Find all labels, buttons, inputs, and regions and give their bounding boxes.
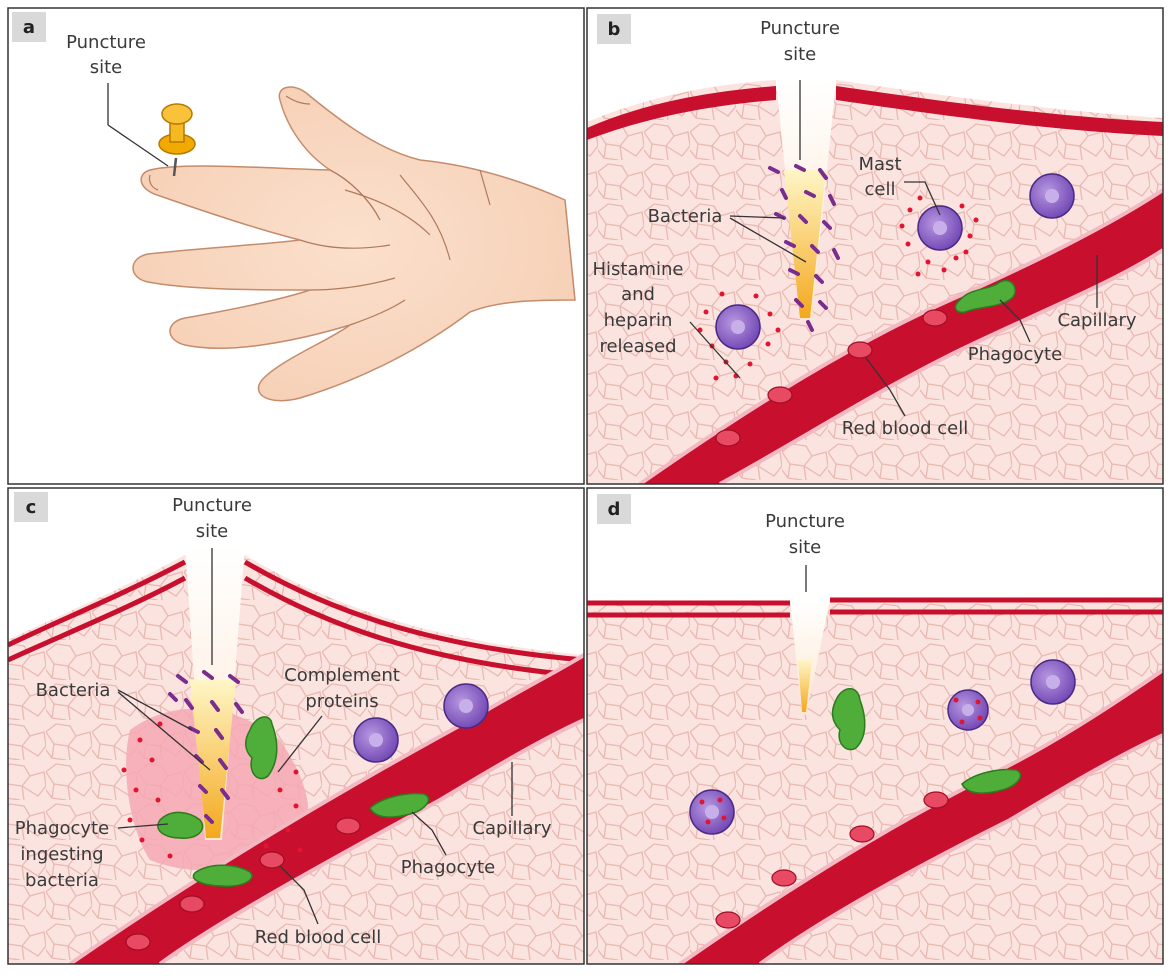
pin-icon xyxy=(158,103,196,177)
panel-d: d Puncture site xyxy=(586,487,1164,965)
panel-b-phagocyte-label: Phagocyte xyxy=(968,344,1062,365)
panel-b-skin-surface xyxy=(587,86,1163,140)
panel-a-puncture-label-line2: site xyxy=(90,57,123,78)
panel-c-phagocyte-label: Phagocyte xyxy=(401,857,495,878)
panel-b-mast-label-line1: Mast xyxy=(859,154,902,175)
panel-c-granules xyxy=(121,721,303,859)
panel-a: a Puncture site xyxy=(7,7,585,485)
panel-b-puncture-label-line1: Puncture xyxy=(760,18,840,39)
panel-c-bacteria-label: Bacteria xyxy=(36,680,111,701)
panel-d-badge xyxy=(597,494,631,524)
panel-b-phagocyte xyxy=(954,279,1016,314)
panel-d-puncture-label-line2: site xyxy=(789,537,822,558)
panel-b-puncture-label-line2: site xyxy=(784,44,817,65)
panel-b: b Puncture site Mast cell Bacteria Hista… xyxy=(586,7,1164,485)
panel-b-mast-cells xyxy=(715,173,1075,350)
panel-b-histamine-line1: Histamine xyxy=(592,259,683,280)
panel-a-puncture-label-line1: Puncture xyxy=(66,32,146,53)
panel-b-rbc-label: Red blood cell xyxy=(842,418,969,439)
panel-b-badge-letter: b xyxy=(608,19,621,40)
panel-a-badge xyxy=(12,12,46,42)
panel-d-skin-surface xyxy=(587,597,1163,618)
panel-b-badge xyxy=(597,14,631,44)
panel-b-frame xyxy=(586,7,1164,485)
panel-d-puncture-label-line1: Puncture xyxy=(765,511,845,532)
panel-c-bacteria xyxy=(168,670,244,824)
panel-d-frame xyxy=(586,487,1164,965)
panel-c-frame xyxy=(7,487,585,965)
panel-c-ingesting-line3: bacteria xyxy=(25,870,99,891)
panel-b-mast-label-line2: cell xyxy=(865,179,896,200)
panel-b-histamine-line4: released xyxy=(599,336,676,357)
panel-c-phagocytes xyxy=(157,716,430,888)
panel-a-badge-letter: a xyxy=(23,17,35,38)
panel-c-capillary xyxy=(70,655,584,964)
panel-b-histamine-line2: and xyxy=(621,284,655,305)
panel-b-histamine-line3: heparin xyxy=(604,310,673,331)
panel-b-capillary-label: Capillary xyxy=(1057,310,1136,331)
panel-c-rbc-label: Red blood cell xyxy=(255,927,382,948)
panel-c: c Puncture site Complement proteins Bact… xyxy=(7,487,585,965)
hand-illustration xyxy=(132,86,576,402)
panel-c-puncture-label-line1: Puncture xyxy=(172,495,252,516)
panel-c-ingesting-line2: ingesting xyxy=(20,844,103,865)
panel-c-badge xyxy=(14,492,48,522)
panel-c-skin-surface xyxy=(8,559,584,679)
panel-c-complement-line1: Complement xyxy=(284,665,400,686)
panel-c-badge-letter: c xyxy=(26,497,37,518)
panel-d-capillary xyxy=(680,670,1163,964)
panel-c-complement-line2: proteins xyxy=(305,691,378,712)
panel-b-bacteria-label: Bacteria xyxy=(648,206,723,227)
panel-d-phagocytes xyxy=(831,688,1022,794)
panel-d-badge-letter: d xyxy=(608,499,621,520)
panel-c-puncture-label-line2: site xyxy=(196,521,229,542)
panel-c-ingesting-line1: Phagocyte xyxy=(15,818,109,839)
panel-c-capillary-label: Capillary xyxy=(472,818,551,839)
